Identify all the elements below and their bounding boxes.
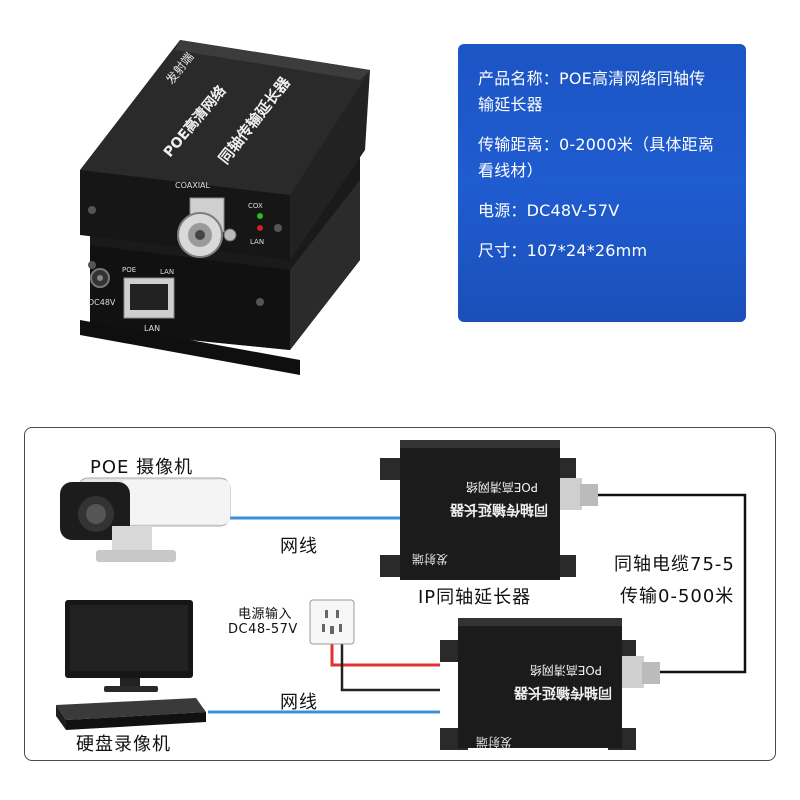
poe-camera [60,477,231,562]
extender-bottom: 同轴传输延长器 POE高清网络 发射端 [440,618,660,750]
spec-card: 产品名称：POE高清网络同轴传输延长器 传输距离：0-2000米（具体距离看线材… [458,44,746,322]
spec-power: 电源：DC48V-57V [478,201,620,220]
ext-bottom-text-1: 同轴传输延长器 [513,684,612,701]
spec-product-name: 产品名称：POE高清网络同轴传输延长器 [478,69,706,114]
extender-top: 同轴传输延长器 POE高清网络 发射端 [380,440,598,580]
nvr-device [56,698,206,730]
power-input-line2: DC48-57V [228,622,298,637]
extender-label: IP同轴延长器 [418,587,532,608]
product-photo: 发射端 POE高清网络 同轴传输延长器 COAXIAL COX LAN DC48… [80,40,370,375]
nvr-label: 硬盘录像机 [76,734,171,755]
monitor [65,600,193,692]
lan-port-label: LAN [144,324,160,333]
network-cable-bottom-label: 网线 [280,692,318,713]
lan-led-label: LAN [250,238,264,246]
ext-top-text-1: 同轴传输延长器 [449,501,548,518]
cox-label: COX [248,202,263,210]
spec-distance: 传输距离：0-2000米（具体距离看线材） [478,135,715,180]
lan-port-top-label: LAN [160,268,174,276]
camera-label: POE 摄像机 [90,457,194,478]
power-input-line1: 电源输入 [238,607,293,622]
power-outlet [309,599,355,645]
coax-cable-line2: 传输0-500米 [620,586,735,607]
coax-cable-line1: 同轴电缆75-5 [614,554,735,575]
ext-bottom-text-3: 发射端 [476,735,512,750]
ext-top-text-3: 发射端 [412,552,448,567]
connection-diagram [24,427,776,761]
coax-cable [598,493,747,674]
poe-port-label: POE [122,266,136,274]
ext-bottom-text-2: POE高清网络 [530,663,602,678]
network-cable-top-label: 网线 [280,536,318,557]
bnc-connector [177,197,225,258]
spec-size: 尺寸：107*24*26mm [478,241,648,260]
power-cable-black [340,642,440,692]
power-cable-red [330,642,440,667]
dc-label: DC48V [88,298,116,307]
ext-top-text-2: POE高清网络 [466,480,538,495]
coaxial-label: COAXIAL [175,181,211,190]
